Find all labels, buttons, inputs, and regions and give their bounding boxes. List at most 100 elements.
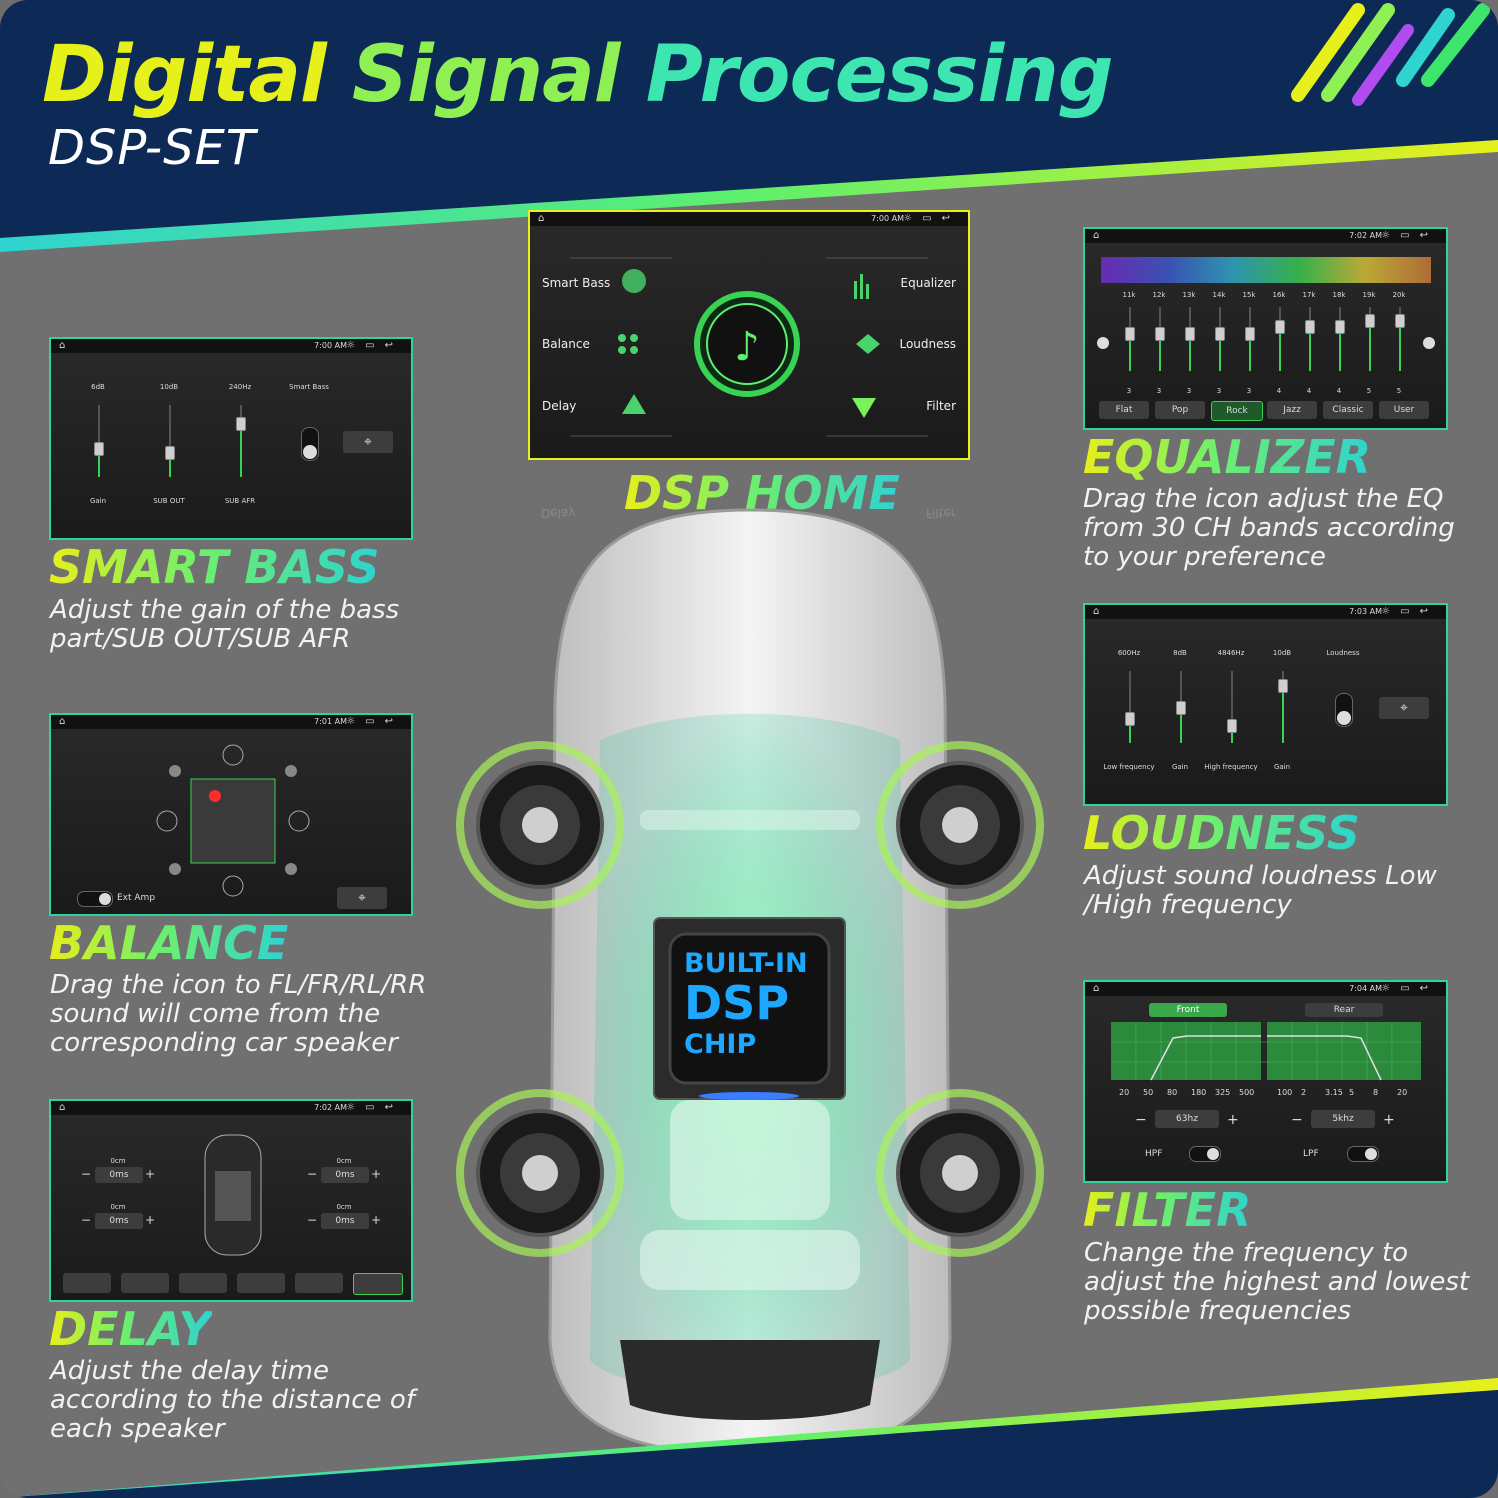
ext-amp-toggle[interactable] — [77, 891, 113, 907]
back-icon[interactable]: ☼▭↩ — [346, 340, 403, 351]
delay-plus-button[interactable]: + — [371, 1167, 382, 1181]
delay-minus-button[interactable]: − — [307, 1167, 318, 1181]
settings-button[interactable]: ⌖ — [1379, 697, 1429, 719]
filter-rear-tick: 8 — [1373, 1088, 1379, 1097]
eq-slider-knob[interactable] — [1395, 314, 1405, 328]
delay-minus-button[interactable]: − — [81, 1213, 92, 1227]
delay-preset-button[interactable] — [179, 1273, 227, 1293]
smart-bass-toggle[interactable] — [301, 427, 319, 461]
back-icon[interactable]: ☼▭↩ — [1381, 983, 1438, 994]
home-icon[interactable]: ⌂ — [59, 340, 66, 351]
smart_bass-slider-knob[interactable] — [165, 446, 175, 460]
eq-slider[interactable] — [1395, 307, 1405, 371]
delay-plus-button[interactable]: + — [145, 1167, 156, 1181]
eq-slider[interactable] — [1185, 307, 1195, 371]
settings-button[interactable]: ⌖ — [343, 431, 393, 453]
home-icon[interactable]: ⌂ — [59, 716, 66, 727]
back-icon[interactable]: ☼▭↩ — [1381, 606, 1438, 617]
eq-slider[interactable] — [1155, 307, 1165, 371]
delay-preset-button[interactable] — [295, 1273, 343, 1293]
eq-slider-knob[interactable] — [1335, 320, 1345, 334]
loudness-slider-knob[interactable] — [1176, 701, 1186, 715]
delay-plus-button[interactable]: + — [145, 1213, 156, 1227]
loudness-slider-knob[interactable] — [1227, 719, 1237, 733]
loudness-slider[interactable] — [1278, 671, 1288, 743]
delay-preset-button[interactable] — [63, 1273, 111, 1293]
eq-slider-knob[interactable] — [1245, 327, 1255, 341]
eq-slider-knob[interactable] — [1155, 327, 1165, 341]
delay-preset-button[interactable] — [353, 1273, 403, 1295]
loudness-desc: Adjust sound loudness Low /High frequenc… — [1084, 861, 1437, 920]
tab-rear[interactable]: Rear — [1305, 1003, 1383, 1017]
eq-band-label: 13k — [1182, 291, 1196, 299]
eq-slider[interactable] — [1365, 307, 1375, 371]
smart_bass-top-label: 240Hz — [228, 383, 252, 391]
home-item-balance[interactable]: Balance — [542, 337, 590, 351]
smart_bass-slider[interactable] — [236, 405, 246, 477]
eq-slider-fill — [1279, 326, 1281, 371]
home-icon[interactable]: ⌂ — [1093, 983, 1100, 994]
home-item-equalizer[interactable]: Equalizer — [900, 276, 956, 290]
settings-button[interactable]: ⌖ — [337, 887, 387, 909]
eq-preset-pop[interactable]: Pop — [1155, 401, 1205, 419]
eq-preset-user[interactable]: User — [1379, 401, 1429, 419]
eq-slider-knob[interactable] — [1365, 314, 1375, 328]
lpf-minus-button[interactable]: − — [1291, 1112, 1303, 1128]
loudness-slider-knob[interactable] — [1125, 712, 1135, 726]
home-icon[interactable]: ⌂ — [538, 213, 545, 224]
hpf-curve — [1150, 1035, 1261, 1081]
eq-preset-classic[interactable]: Classic — [1323, 401, 1373, 419]
delay-preset-button[interactable] — [237, 1273, 285, 1293]
eq-left-handle-icon[interactable] — [1097, 337, 1109, 349]
eq-slider[interactable] — [1335, 307, 1345, 371]
loudness-toggle[interactable] — [1335, 693, 1353, 727]
lpf-plus-button[interactable]: + — [1383, 1112, 1395, 1128]
eq-slider[interactable] — [1275, 307, 1285, 371]
eq-slider[interactable] — [1245, 307, 1255, 371]
eq-slider-knob[interactable] — [1125, 327, 1135, 341]
home-item-delay[interactable]: Delay — [542, 399, 577, 413]
home-item-smart-bass[interactable]: Smart Bass — [542, 276, 611, 290]
smart_bass-slider-knob[interactable] — [236, 417, 246, 431]
tab-front[interactable]: Front — [1149, 1003, 1227, 1017]
eq-slider-knob[interactable] — [1215, 327, 1225, 341]
back-icon[interactable]: ☼▭↩ — [346, 716, 403, 727]
eq-preset-rock[interactable]: Rock — [1211, 401, 1263, 421]
delay-preset-button[interactable] — [121, 1273, 169, 1293]
smart_bass-slider[interactable] — [165, 405, 175, 477]
delay-minus-button[interactable]: − — [307, 1213, 318, 1227]
back-icon[interactable]: ☼▭↩ — [346, 1102, 403, 1113]
lpf-curve — [1267, 1035, 1382, 1081]
eq-right-handle-icon[interactable] — [1423, 337, 1435, 349]
loudness-slider[interactable] — [1125, 671, 1135, 743]
eq-slider-knob[interactable] — [1275, 320, 1285, 334]
hpf-plus-button[interactable]: + — [1227, 1112, 1239, 1128]
loudness-slider[interactable] — [1176, 671, 1186, 743]
home-icon[interactable]: ⌂ — [1093, 606, 1100, 617]
home-icon[interactable]: ⌂ — [59, 1102, 66, 1113]
eq-preset-flat[interactable]: Flat — [1099, 401, 1149, 419]
smart_bass-slider-knob[interactable] — [94, 442, 104, 456]
delay-plus-button[interactable]: + — [371, 1213, 382, 1227]
eq-slider[interactable] — [1215, 307, 1225, 371]
lpf-toggle[interactable] — [1347, 1146, 1379, 1162]
home-item-filter[interactable]: Filter — [926, 399, 956, 413]
eq-slider[interactable] — [1305, 307, 1315, 371]
home-icon[interactable]: ⌂ — [1093, 230, 1100, 241]
delay-minus-button[interactable]: − — [81, 1167, 92, 1181]
eq-slider[interactable] — [1125, 307, 1135, 371]
filter-curves[interactable] — [1111, 1022, 1421, 1082]
loudness-slider-knob[interactable] — [1278, 679, 1288, 693]
smart_bass-slider[interactable] — [94, 405, 104, 477]
eq-slider-knob[interactable] — [1185, 327, 1195, 341]
hpf-minus-button[interactable]: − — [1135, 1112, 1147, 1128]
loudness-slider[interactable] — [1227, 671, 1237, 743]
balance-seat-map[interactable] — [151, 739, 321, 904]
eq-preset-jazz[interactable]: Jazz — [1267, 401, 1317, 419]
back-icon[interactable]: ☼▭↩ — [1381, 230, 1438, 241]
hpf-toggle[interactable] — [1189, 1146, 1221, 1162]
back-icon[interactable]: ☼▭↩ — [903, 213, 960, 224]
eq-slider-knob[interactable] — [1305, 320, 1315, 334]
home-item-loudness[interactable]: Loudness — [899, 337, 956, 351]
